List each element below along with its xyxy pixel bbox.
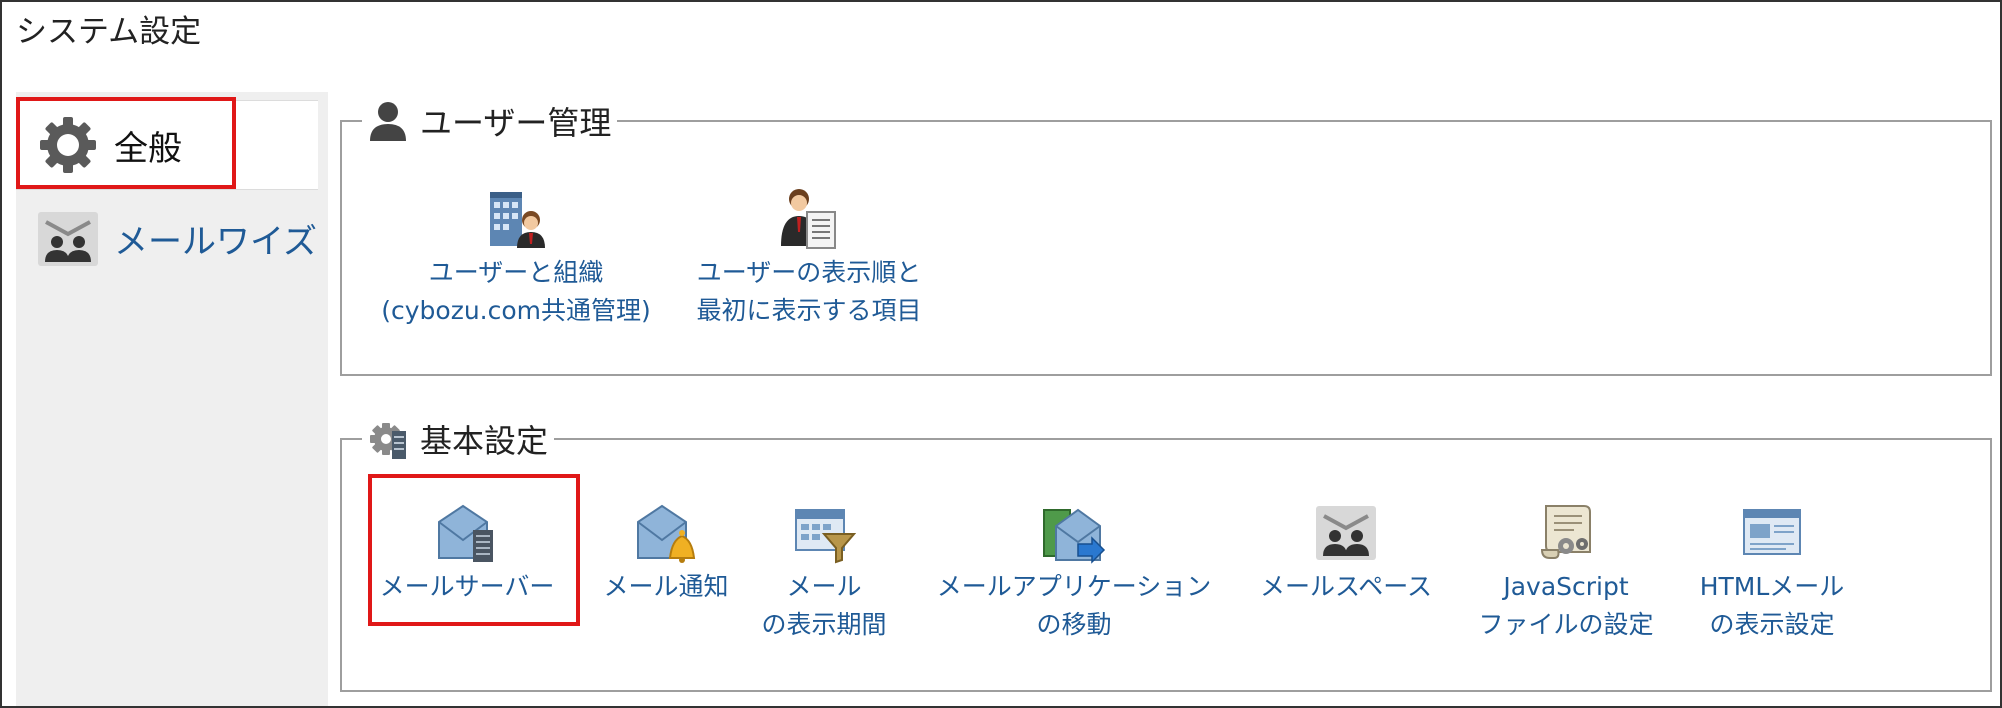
section-basic-settings: 基本設定 メールサーバー メール	[340, 414, 1992, 692]
building-user-icon	[490, 192, 545, 248]
tile-label: メールアプリケーション	[936, 572, 1212, 601]
sidebar: 全般 メールワイズ	[16, 92, 328, 706]
tile-label: メール通知	[603, 572, 729, 601]
section-header: ユーザー管理	[362, 96, 618, 146]
sidebar-item-mailwise[interactable]: メールワイズ	[16, 196, 318, 280]
tile-label: メールスペース	[1259, 572, 1432, 601]
mail-move-icon	[1043, 508, 1106, 564]
tile-label: JavaScript	[1503, 572, 1629, 601]
mail-bell-icon	[637, 504, 696, 563]
tile-mail-display-period[interactable]: メール の表示期間	[754, 500, 894, 644]
user-document-icon	[781, 189, 836, 249]
tile-html-mail-display-settings[interactable]: HTMLメール の表示設定	[1680, 500, 1864, 644]
user-silhouette-icon	[370, 102, 406, 141]
tile-label: HTMLメール	[1699, 572, 1845, 601]
gear-server-icon	[370, 423, 406, 459]
section-title: 基本設定	[420, 422, 549, 460]
tile-mail-application-move[interactable]: メールアプリケーション の移動	[924, 500, 1224, 644]
tile-mail-server[interactable]: メールサーバー	[372, 500, 562, 606]
section-user-management: ユーザー管理 ユーザーと組織 (cybozu.com共通管理)	[340, 96, 1992, 376]
calendar-filter-icon	[795, 509, 856, 564]
script-gear-icon	[1540, 505, 1591, 559]
tile-label: メールサーバー	[379, 572, 555, 601]
sidebar-item-label: 全般	[114, 128, 182, 169]
tile-label: ファイルの設定	[1478, 610, 1654, 639]
tile-label: ユーザーと組織	[428, 258, 604, 287]
tile-label: の表示期間	[761, 610, 887, 639]
tile-javascript-file-settings[interactable]: JavaScript ファイルの設定	[1466, 500, 1666, 644]
tile-label: の表示設定	[1709, 610, 1835, 639]
tile-user-display-order[interactable]: ユーザーの表示順と 最初に表示する項目	[674, 186, 944, 330]
page-title: システム設定	[16, 14, 202, 50]
sidebar-item-label: メールワイズ	[114, 221, 317, 262]
html-window-icon	[1743, 509, 1801, 555]
tile-label: ユーザーの表示順と	[696, 258, 922, 287]
mail-server-icon	[438, 504, 493, 562]
mailwise-icon	[38, 212, 98, 266]
tile-label: 最初に表示する項目	[696, 296, 922, 325]
tile-users-and-organizations[interactable]: ユーザーと組織 (cybozu.com共通管理)	[376, 186, 656, 330]
tile-label: の移動	[1036, 610, 1112, 639]
section-title: ユーザー管理	[420, 104, 612, 142]
gear-icon	[40, 117, 96, 173]
tile-mail-notification[interactable]: メール通知	[596, 500, 736, 606]
section-header: 基本設定	[362, 414, 555, 464]
tile-mail-space[interactable]: メールスペース	[1246, 500, 1446, 606]
tile-label: (cybozu.com共通管理)	[381, 296, 651, 325]
tile-label: メール	[786, 572, 862, 601]
sidebar-item-general[interactable]: 全般	[16, 100, 318, 190]
mail-space-icon	[1316, 506, 1376, 560]
